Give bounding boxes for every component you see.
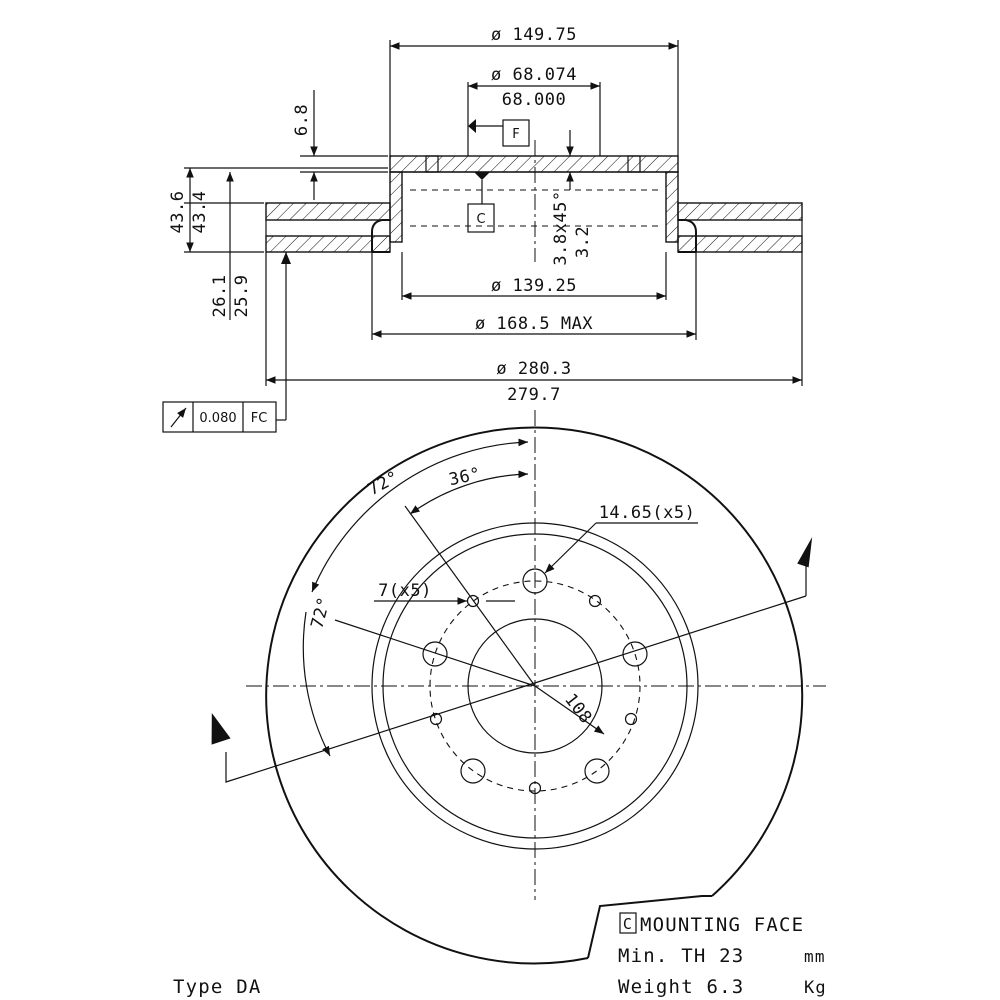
dim-height-max: 43.6: [168, 191, 188, 234]
left-ring-outer-face: [265, 202, 391, 221]
type-label: Type DA: [173, 976, 261, 998]
hat-hole-right: [627, 155, 641, 173]
dim-wall: 3.2: [573, 226, 593, 258]
section-arrow-left: [211, 712, 231, 745]
label-small-holes: 7(x5): [378, 581, 432, 601]
dim-offset-min: 25.9: [232, 275, 252, 318]
label-bolt-holes: 14.65(x5): [599, 503, 696, 523]
left-vent-curve: [371, 219, 390, 252]
small-hole: [429, 712, 443, 726]
dim-bore-max: ø 68.074: [491, 65, 577, 85]
disc-outer-edge: [265, 426, 804, 965]
arc-36: [409, 470, 529, 515]
notes-box-cut: [587, 895, 712, 959]
hat-right-wall: [665, 171, 679, 243]
bolt-hole: [422, 641, 448, 667]
runout-icon: [170, 407, 187, 428]
small-hole: [466, 594, 480, 608]
runout-value: 0.080: [199, 411, 236, 426]
small-hole: [588, 594, 602, 608]
angle-36: 36°: [447, 464, 483, 490]
left-ring-inner-face: [265, 235, 391, 253]
label-pcd: 108: [560, 690, 596, 728]
dim-outer-diameter-min: 279.7: [507, 385, 561, 405]
min-thickness-label: Min. TH 23: [618, 945, 744, 967]
runout-datum: FC: [251, 411, 268, 426]
dim-vent-diameter: ø 168.5 MAX: [475, 314, 593, 334]
right-ring-outer-face: [677, 202, 803, 221]
mounting-datum-box: [619, 912, 637, 934]
hat-left-wall: [389, 171, 403, 243]
dim-chamfer: 3.8x45°: [551, 190, 571, 265]
weight-label: Weight 6.3: [618, 976, 744, 998]
bolt-hole: [460, 758, 486, 784]
dim-inner-diameter: ø 139.25: [491, 276, 577, 296]
mounting-face-label: MOUNTING FACE: [640, 914, 804, 936]
small-hole: [624, 712, 638, 726]
section-line: [225, 566, 807, 783]
dim-height-min: 43.4: [190, 191, 210, 234]
dim-outer-diameter-max: ø 280.3: [496, 359, 571, 379]
runout-frame: [162, 401, 277, 433]
arc-72-top: [311, 438, 529, 593]
small-hole: [528, 781, 542, 795]
bolt-hole: [622, 641, 648, 667]
ring-edges: [265, 220, 803, 236]
dim-hat-diameter: ø 149.75: [491, 25, 577, 45]
datum-c-box: [467, 203, 495, 233]
angle-72-top: 72°: [365, 467, 403, 500]
dim-offset-max: 26.1: [210, 275, 230, 318]
bolt-hole: [584, 758, 610, 784]
section-arrow-right: [797, 536, 813, 568]
datum-f-box: [502, 119, 530, 147]
angle-72-left: 72°: [307, 595, 335, 631]
datum-f: F: [512, 127, 519, 142]
hat-top-section: [389, 155, 679, 173]
front-view: 72° 36° 72° 14.65(x5) 7(x5) 108: [211, 410, 826, 965]
datum-c: C: [476, 212, 485, 227]
hat-hole-left: [425, 155, 439, 173]
arc-72-left: [302, 611, 331, 757]
mounting-datum-letter: C: [623, 915, 633, 933]
dim-hat-thickness: 6.8: [292, 104, 312, 136]
right-vent-curve: [678, 219, 697, 252]
dim-bore-min: 68.000: [502, 90, 566, 110]
right-ring-inner-face: [677, 235, 803, 253]
cross-section-view: ø 149.75 ø 68.074 68.000 F C 6.8 43.6 43…: [162, 25, 803, 433]
weight-unit: Kg: [804, 978, 827, 998]
min-thickness-unit: mm: [804, 947, 826, 966]
notes-block: C MOUNTING FACE Min. TH 23 mm Weight 6.3…: [173, 912, 827, 998]
